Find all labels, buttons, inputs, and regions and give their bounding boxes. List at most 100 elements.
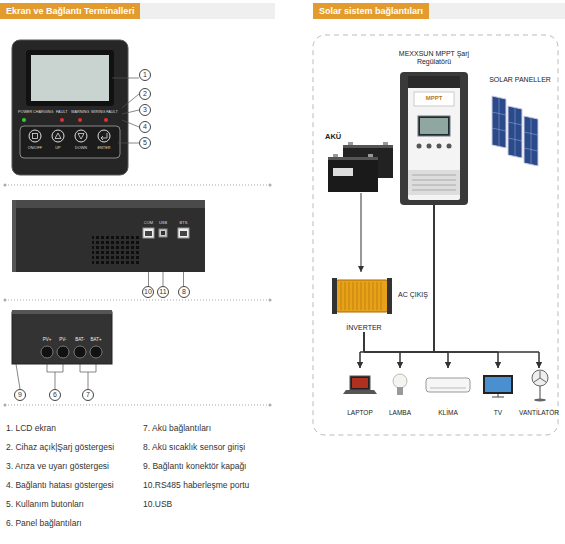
- legend-item: 5. Kullanım butonları: [6, 500, 142, 510]
- system-frame: [313, 35, 558, 435]
- bottom-view: [12, 310, 112, 364]
- load-box: TV: [478, 368, 518, 416]
- leader-line: [122, 94, 139, 108]
- indicator-label: WIRING FAULT: [91, 110, 122, 114]
- connector-arrow: [364, 332, 498, 368]
- header-band: [0, 3, 565, 19]
- side-view: [12, 200, 16, 272]
- solar-panel: [492, 96, 538, 166]
- legend-item: 10.USB: [143, 500, 283, 510]
- lamp: [393, 374, 407, 388]
- solar-panel: [492, 98, 506, 147]
- connector-arrow: [434, 205, 448, 368]
- side-view: [178, 228, 189, 238]
- solar-panel: [508, 108, 522, 157]
- connector-arrow: [434, 205, 498, 368]
- port-label: BTS: [177, 221, 191, 226]
- section-header: Solar sistem bağlantıları: [313, 3, 565, 19]
- bottom-view: [90, 346, 102, 358]
- bottom-view: [41, 346, 53, 358]
- header-text: Solar sistem bağlantıları: [313, 3, 429, 19]
- bottom-view: [12, 310, 112, 314]
- legend-item: 9. Bağlantı konektör kapağı: [143, 462, 283, 472]
- section-header: Ekran ve Bağlantı Terminalleri: [0, 3, 275, 19]
- charge-controller: [408, 76, 460, 200]
- separator-line: [269, 299, 272, 302]
- leader-line: [122, 120, 139, 127]
- charge-controller: [400, 72, 468, 205]
- battery: [348, 142, 353, 145]
- charge-controller: [400, 72, 468, 205]
- callout-number: 11: [157, 286, 169, 298]
- callout-number: 5: [139, 137, 151, 149]
- system-frame: [313, 35, 558, 435]
- separator-line: [269, 184, 272, 187]
- terminal-label: PV-: [56, 337, 70, 342]
- brand-mark: MPPT: [412, 95, 456, 102]
- charge-controller: [447, 144, 452, 149]
- connector-arrow: [364, 332, 539, 368]
- side-view: [12, 200, 205, 272]
- legend-item: 4. Bağlantı hatası göstergesi: [6, 481, 142, 491]
- inverter-box: İNVERTER: [328, 272, 400, 332]
- connector-arrow: [434, 205, 539, 368]
- leader-line: [112, 78, 139, 79]
- lamp: [397, 387, 403, 395]
- fan: [532, 370, 548, 402]
- charge-controller: [417, 144, 422, 149]
- legend-item: 10.RS485 haberleşme portu: [143, 481, 283, 491]
- front-panel: [78, 118, 82, 122]
- charge-controller-box: MEXXSUN MPPT Şarj Regülatörü: [392, 50, 476, 205]
- header-band: [0, 3, 275, 19]
- solar-panel: [524, 116, 538, 166]
- side-view: [12, 200, 205, 208]
- side-view: [92, 236, 140, 266]
- fan: [534, 371, 546, 382]
- television: [483, 375, 513, 397]
- terminal-label: BAT+: [89, 337, 103, 342]
- leader-line: [118, 143, 139, 144]
- button-label: UP: [48, 146, 68, 150]
- node-text: MEXXSUN MPPT Şarj Regülatörü: [392, 50, 476, 66]
- side-view: [159, 229, 167, 237]
- legend-item: 2. Cihaz açık|Şarj göstergesi: [6, 443, 142, 453]
- front-panel: [98, 130, 110, 142]
- legend-item: 6. Panel bağlantıları: [6, 519, 142, 529]
- air-conditioner: [426, 378, 470, 392]
- battery: [333, 168, 353, 176]
- front-panel: [55, 133, 61, 139]
- terminal-label: BAT-: [73, 337, 87, 342]
- battery-box: AKÜ: [325, 133, 397, 193]
- connector-arrow: [400, 205, 434, 368]
- charge-controller: [408, 76, 460, 88]
- battery: [383, 142, 388, 145]
- legend-item: 1. LCD ekran: [6, 424, 142, 434]
- solar-panel: [524, 118, 538, 165]
- lamp: [393, 374, 407, 395]
- battery: [368, 154, 373, 157]
- charge-controller: [427, 144, 432, 149]
- solar-panel-box: SOLAR PANELLER: [480, 76, 560, 166]
- output-label: AC ÇIKIŞ: [398, 291, 438, 299]
- charge-controller: [437, 144, 442, 149]
- charge-controller: [420, 118, 448, 134]
- node-text: İNVERTER: [346, 324, 381, 332]
- connector-arrow: [360, 332, 364, 368]
- inverter: [332, 278, 337, 314]
- connector-arrow: [364, 332, 400, 368]
- callout-number: 10: [142, 286, 154, 298]
- load-box: LAPTOP: [340, 368, 380, 416]
- solar-panel: [492, 96, 506, 148]
- indicator-label: CHARGING: [33, 110, 54, 114]
- front-panel: [12, 40, 128, 175]
- separator-line: [4, 299, 7, 302]
- legend-item: 3. Arıza ve uyarı göstergesi: [6, 462, 142, 472]
- side-view: [143, 228, 154, 238]
- separator-line: [5, 185, 270, 186]
- load-box: VANTİLATÖR: [515, 368, 563, 416]
- callout-number: 2: [139, 88, 151, 100]
- television: [492, 394, 504, 397]
- legend-item: 8. Akü sıcaklık sensor girişi: [143, 443, 283, 453]
